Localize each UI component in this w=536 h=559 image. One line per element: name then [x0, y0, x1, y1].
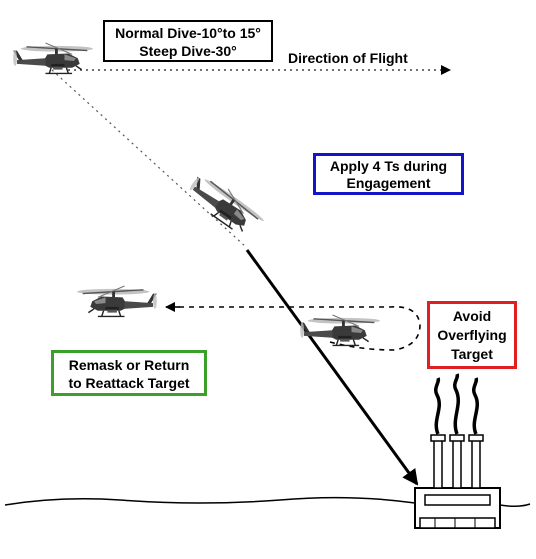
dive-angle-label-box: Normal Dive-10°to 15° Steep Dive-30° — [103, 20, 273, 62]
ground-line — [4, 496, 531, 508]
attack-run-arrow — [245, 249, 419, 486]
dive-path-upper — [51, 69, 247, 248]
remask-box: Remask or Return to Reattack Target — [51, 350, 207, 396]
avoid-line2: Overflying — [437, 327, 507, 343]
avoid-overflying-box: Avoid Overflying Target — [427, 301, 517, 369]
remask-line1: Remask or Return — [68, 357, 190, 373]
helicopter-icon-remask — [76, 285, 158, 318]
factory-target-icon — [414, 373, 501, 529]
dive-angle-steep-text: Steep Dive-30° — [139, 43, 237, 59]
helicopter-icon-start — [12, 42, 94, 75]
dive-angle-normal-text: Normal Dive-10°to 15° — [115, 25, 261, 41]
remask-line2: to Reattack Target — [68, 375, 190, 391]
helicopter-icon-diving — [183, 169, 268, 242]
breakaway-path — [175, 306, 421, 351]
direction-of-flight-label: Direction of Flight — [288, 50, 408, 66]
apply-4ts-line1: Apply 4 Ts during — [329, 158, 448, 174]
avoid-line3: Target — [451, 346, 493, 362]
avoid-line1: Avoid — [452, 308, 492, 324]
apply-4ts-box: Apply 4 Ts during Engagement — [313, 153, 464, 195]
apply-4ts-line2: Engagement — [346, 175, 431, 191]
